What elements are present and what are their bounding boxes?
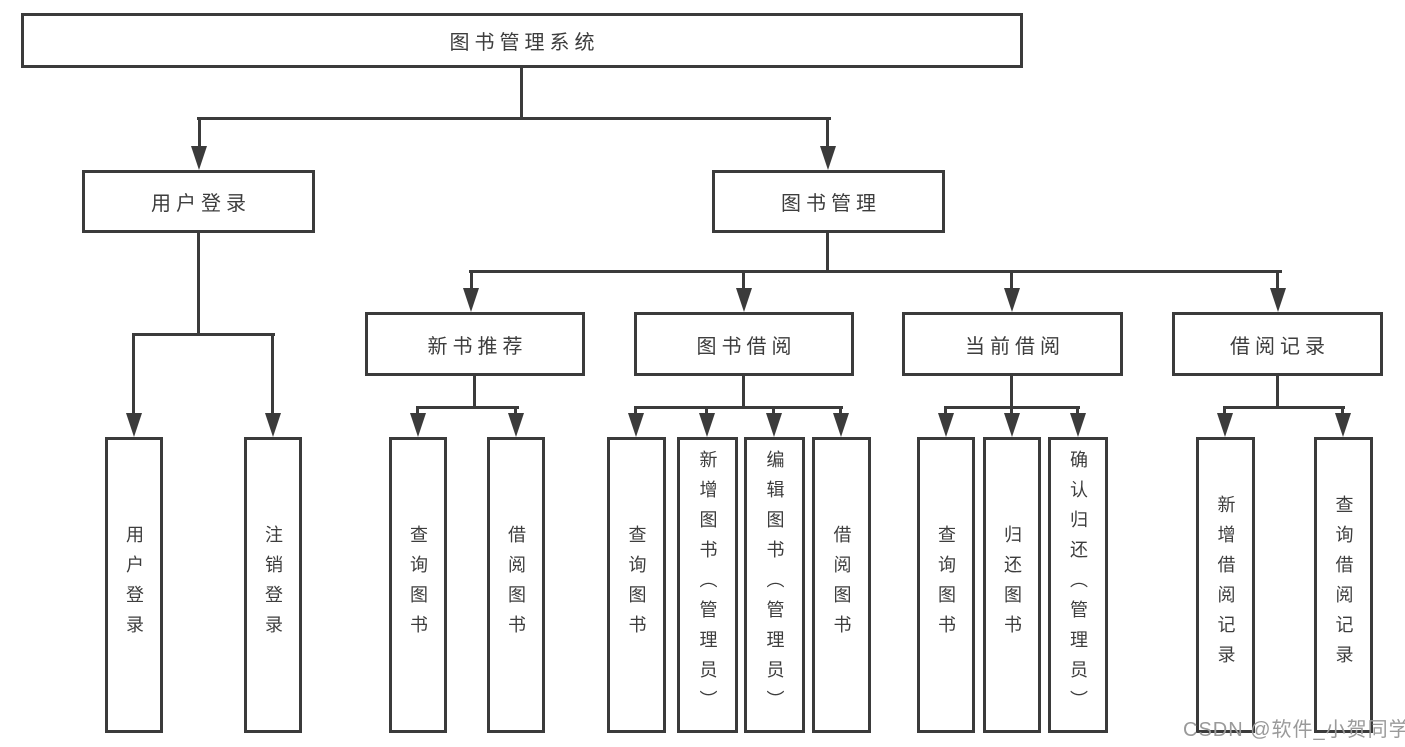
connector-group-b-stem — [473, 374, 476, 408]
leaf-borrow-books-label: 借阅图书 — [831, 525, 852, 645]
leaf-user-login-label: 用户登录 — [124, 525, 144, 645]
leaf-edit-books-admin: 编辑图书（管理员） — [744, 437, 805, 733]
connector-c3-drop — [772, 406, 775, 416]
connector-group-c-stem — [742, 374, 745, 408]
node-borrow-records: 借阅记录 — [1172, 312, 1383, 376]
connector-root-stem — [520, 66, 523, 118]
connector-book-management-stem — [826, 231, 829, 273]
node-book-management: 图书管理 — [712, 170, 945, 233]
connector-level2-rail — [469, 270, 1282, 273]
connector-logout-leaf-drop — [271, 333, 274, 415]
connector-group-b-rail — [416, 406, 519, 409]
leaf-add-books-admin-label: 新增图书（管理员） — [697, 450, 718, 720]
connector-d1-drop — [944, 406, 947, 416]
leaf-add-books-admin: 新增图书（管理员） — [677, 437, 738, 733]
arrow-b2 — [508, 413, 524, 437]
connector-c2-drop — [705, 406, 708, 416]
arrow-new-book-recommend — [463, 288, 479, 312]
arrow-c2 — [699, 413, 715, 437]
leaf-borrow-books: 借阅图书 — [812, 437, 871, 733]
arrow-b1 — [410, 413, 426, 437]
connector-new-book-drop — [470, 270, 473, 290]
arrow-c4 — [833, 413, 849, 437]
connector-e2-drop — [1341, 406, 1344, 416]
arrow-user-login — [191, 146, 207, 170]
leaf-user-login: 用户登录 — [105, 437, 163, 733]
leaf-confirm-return-admin: 确认归还（管理员） — [1048, 437, 1108, 733]
connector-user-login-rail — [132, 333, 275, 336]
arrow-d2 — [1004, 413, 1020, 437]
connector-user-login-drop — [198, 117, 201, 149]
arrow-book-borrow — [736, 288, 752, 312]
connector-c4-drop — [839, 406, 842, 416]
leaf-query-books-current-label: 查询图书 — [936, 525, 956, 645]
connector-d2-drop — [1010, 406, 1013, 416]
arrow-login-leaf — [126, 413, 142, 437]
arrow-current-borrow — [1004, 288, 1020, 312]
arrow-d1 — [938, 413, 954, 437]
connector-b1-drop — [416, 406, 419, 416]
arrow-e1 — [1217, 413, 1233, 437]
connector-user-login-stem — [197, 231, 200, 335]
arrow-borrow-records — [1270, 288, 1286, 312]
connector-group-e-stem — [1276, 374, 1279, 408]
connector-book-management-drop — [826, 117, 829, 149]
connector-d3-drop — [1076, 406, 1079, 416]
connector-group-e-rail — [1223, 406, 1345, 409]
leaf-edit-books-admin-label: 编辑图书（管理员） — [764, 450, 785, 720]
csdn-watermark: CSDN @软件_小贺同学 — [1183, 719, 1405, 741]
leaf-query-books-recommend-label: 查询图书 — [408, 525, 428, 645]
arrow-logout-leaf — [265, 413, 281, 437]
arrow-e2 — [1335, 413, 1351, 437]
connector-login-leaf-drop — [132, 333, 135, 415]
node-new-book-recommend: 新书推荐 — [365, 312, 585, 376]
leaf-add-borrow-record-label: 新增借阅记录 — [1215, 495, 1236, 675]
leaf-confirm-return-admin-label: 确认归还（管理员） — [1068, 450, 1088, 720]
leaf-return-books-label: 归还图书 — [1002, 525, 1022, 645]
leaf-logout-label: 注销登录 — [263, 525, 283, 645]
connector-b2-drop — [514, 406, 517, 416]
arrow-c3 — [766, 413, 782, 437]
leaf-query-books-borrow-label: 查询图书 — [626, 525, 647, 645]
connector-group-d-stem — [1010, 374, 1013, 408]
connector-group-c-rail — [634, 406, 843, 409]
leaf-query-books-current: 查询图书 — [917, 437, 975, 733]
connector-book-borrow-drop — [742, 270, 745, 290]
leaf-query-books-recommend: 查询图书 — [389, 437, 447, 733]
connector-current-borrow-drop — [1010, 270, 1013, 290]
connector-e1-drop — [1223, 406, 1226, 416]
leaf-query-borrow-record-label: 查询借阅记录 — [1333, 495, 1354, 675]
leaf-borrow-books-recommend: 借阅图书 — [487, 437, 545, 733]
leaf-query-borrow-record: 查询借阅记录 — [1314, 437, 1373, 733]
connector-c1-drop — [634, 406, 637, 416]
arrow-d3 — [1070, 413, 1086, 437]
node-book-borrow: 图书借阅 — [634, 312, 854, 376]
leaf-logout: 注销登录 — [244, 437, 302, 733]
leaf-borrow-books-recommend-label: 借阅图书 — [506, 525, 526, 645]
node-current-borrow: 当前借阅 — [902, 312, 1123, 376]
leaf-return-books: 归还图书 — [983, 437, 1041, 733]
node-user-login: 用户登录 — [82, 170, 315, 233]
leaf-query-books-borrow: 查询图书 — [607, 437, 666, 733]
connector-borrow-records-drop — [1276, 270, 1279, 290]
connector-level1-rail — [197, 117, 831, 120]
node-library-management-system: 图书管理系统 — [21, 13, 1023, 68]
leaf-add-borrow-record: 新增借阅记录 — [1196, 437, 1255, 733]
arrow-book-management — [820, 146, 836, 170]
arrow-c1 — [628, 413, 644, 437]
